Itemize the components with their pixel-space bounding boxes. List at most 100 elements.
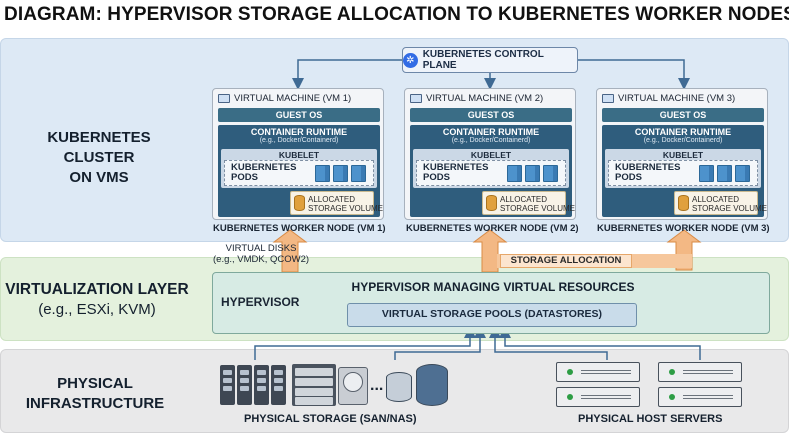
pod-cube-icon [543,165,558,182]
runtime-subtitle: (e.g., Docker/Containerd) [451,137,531,144]
pod-cube-icon [525,165,540,182]
storage-volume-line1: ALLOCATED [308,195,355,204]
kubernetes-pods: KUBERNETES PODS [224,160,374,186]
vm-card-1: VIRTUAL MACHINE (VM 1) GUEST OS CONTAINE… [212,88,384,220]
vm-header: VIRTUAL MACHINE (VM 3) [602,93,735,104]
pods-label-line2: PODS [615,172,642,183]
nas-unit-icon [254,365,269,405]
virtual-disks-line2: (e.g., VMDK, QCOW2) [213,254,310,265]
pods-label-line1: KUBERNETES [615,162,681,173]
storage-volume-label: ALLOCATED STORAGE VOLUME [308,195,383,213]
hard-disk-icon [338,367,368,405]
server-icon [556,387,640,407]
storage-volume-line2: STORAGE VOLUME [500,204,575,213]
pod-cube-icon [351,165,366,182]
physical-layer-label: PHYSICAL INFRASTRUCTURE [10,374,180,414]
kubelet: KUBELET KUBERNETES PODS [605,149,761,188]
storage-volume-line2: STORAGE VOLUME [308,204,383,213]
nas-unit-icon [271,365,286,405]
guest-os-bar: GUEST OS [602,108,764,122]
kubelet: KUBELET KUBERNETES PODS [413,149,569,188]
storage-cylinder-icon [294,195,305,211]
guest-os-bar: GUEST OS [410,108,572,122]
kubelet: KUBELET KUBERNETES PODS [221,149,377,188]
kubelet-label: KUBELET [278,150,320,160]
runtime-title: CONTAINER RUNTIME [634,127,732,137]
vm-header-label: VIRTUAL MACHINE (VM 1) [234,93,352,104]
k8s-layer-label: KUBERNETES CLUSTER ON VMS [10,128,188,188]
virtual-storage-pools: VIRTUAL STORAGE POOLS (DATASTORES) [347,303,637,327]
kubernetes-pods: KUBERNETES PODS [416,160,566,186]
storage-volume-line2: STORAGE VOLUME [692,204,767,213]
pods-label-line1: KUBERNETES [231,162,297,173]
worker-node-label-1: KUBERNETES WORKER NODE (VM 1) [213,223,386,234]
storage-rack-icon [292,364,336,406]
pod-cube-icon [507,165,522,182]
container-runtime: CONTAINER RUNTIME (e.g., Docker/Containe… [410,125,575,217]
kubernetes-helm-icon: ✲ [403,52,418,68]
physical-layer-label-line1: PHYSICAL [57,375,133,392]
runtime-title: CONTAINER RUNTIME [250,127,348,137]
storage-volume-line1: ALLOCATED [692,195,739,204]
storage-volume-label: ALLOCATED STORAGE VOLUME [692,195,767,213]
server-icon [658,387,742,407]
pod-cube-icon [717,165,732,182]
guest-os-bar: GUEST OS [218,108,380,122]
pods-label: KUBERNETES PODS [615,163,680,183]
physical-servers-label: PHYSICAL HOST SERVERS [578,413,723,425]
allocated-storage-volume: ALLOCATED STORAGE VOLUME [674,191,767,215]
pods-label-line2: PODS [423,172,450,183]
page-title: DIAGRAM: HYPERVISOR STORAGE ALLOCATION T… [4,4,789,25]
virtual-disks-label: VIRTUAL DISKS (e.g., VMDK, QCOW2) [213,243,309,265]
kubelet-label: KUBELET [470,150,512,160]
runtime-title: CONTAINER RUNTIME [442,127,540,137]
virtual-disks-line1: VIRTUAL DISKS [225,243,297,254]
monitor-icon [410,94,422,103]
vm-card-3: VIRTUAL MACHINE (VM 3) GUEST OS CONTAINE… [596,88,768,220]
virt-layer-label-title: VIRTUALIZATION LAYER [5,281,189,298]
allocated-storage-volume: ALLOCATED STORAGE VOLUME [290,191,383,215]
server-icon [658,362,742,382]
pods-label: KUBERNETES PODS [231,163,296,183]
virt-layer-label: VIRTUALIZATION LAYER (e.g., ESXi, KVM) [4,280,190,320]
vm-header: VIRTUAL MACHINE (VM 2) [410,93,543,104]
kubernetes-pods: KUBERNETES PODS [608,160,758,186]
physical-storage-label: PHYSICAL STORAGE (SAN/NAS) [244,413,417,425]
nas-unit-icon [237,365,252,405]
database-icon [416,364,448,406]
k8s-layer-label-line1: KUBERNETES CLUSTER [47,129,151,166]
runtime-subtitle: (e.g., Docker/Containerd) [643,137,723,144]
server-icon [556,362,640,382]
container-runtime: CONTAINER RUNTIME (e.g., Docker/Containe… [218,125,383,217]
storage-volume-line1: ALLOCATED [500,195,547,204]
control-plane-label: KUBERNETES CONTROL PLANE [422,49,544,71]
virt-layer-label-sub: (e.g., ESXi, KVM) [38,301,156,318]
pod-cube-icon [333,165,348,182]
container-runtime: CONTAINER RUNTIME (e.g., Docker/Containe… [602,125,767,217]
database-icon [386,372,412,402]
pod-cube-icon [315,165,330,182]
pods-label-line1: KUBERNETES [423,162,489,173]
storage-allocation-label: STORAGE ALLOCATION [500,254,632,268]
runtime-subtitle: (e.g., Docker/Containerd) [259,137,339,144]
hypervisor-title: HYPERVISOR MANAGING VIRTUAL RESOURCES [351,280,635,294]
monitor-icon [602,94,614,103]
allocated-storage-volume: ALLOCATED STORAGE VOLUME [482,191,575,215]
kubelet-label: KUBELET [662,150,704,160]
kubernetes-control-plane: ✲ KUBERNETES CONTROL PLANE [402,47,578,73]
vm-header-label: VIRTUAL MACHINE (VM 3) [618,93,736,104]
physical-layer-label-line2: INFRASTRUCTURE [25,395,165,412]
hypervisor-box: HYPERVISOR HYPERVISOR MANAGING VIRTUAL R… [212,272,770,334]
k8s-layer-label-line2: ON VMS [69,169,129,186]
pods-label: KUBERNETES PODS [423,163,488,183]
vm-card-2: VIRTUAL MACHINE (VM 2) GUEST OS CONTAINE… [404,88,576,220]
worker-node-label-3: KUBERNETES WORKER NODE (VM 3) [597,223,770,234]
nas-unit-icon [220,365,235,405]
vm-header: VIRTUAL MACHINE (VM 1) [218,93,351,104]
ellipsis: ... [370,377,384,394]
monitor-icon [218,94,230,103]
worker-node-label-2: KUBERNETES WORKER NODE (VM 2) [406,223,579,234]
vm-header-label: VIRTUAL MACHINE (VM 2) [426,93,544,104]
hypervisor-label: HYPERVISOR [221,295,300,309]
